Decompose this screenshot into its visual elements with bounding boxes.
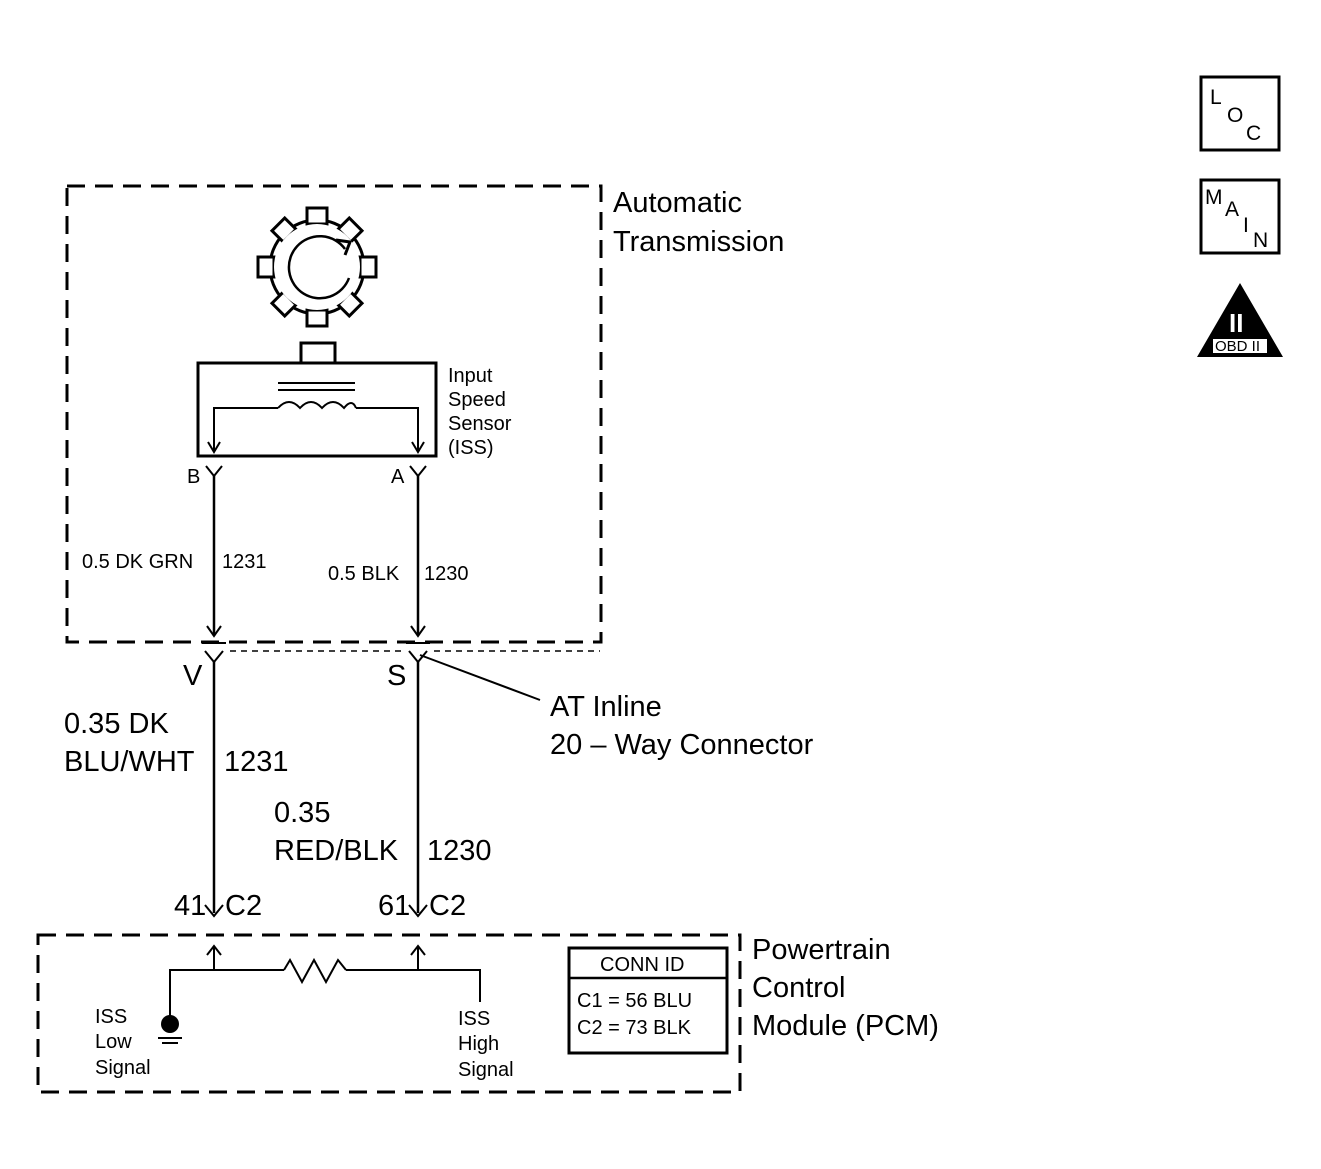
inline-pin-s: S	[387, 660, 406, 692]
obd-ii-icon[interactable]: II OBD II	[1197, 283, 1283, 357]
pcm-pin-41-conn: C2	[225, 890, 262, 922]
reluctor-wheel-icon	[256, 206, 378, 328]
resistor-icon	[283, 957, 347, 985]
pcm-label-2: Control	[752, 972, 846, 1004]
svg-text:A: A	[1225, 198, 1239, 221]
sensor-pin-a: A	[391, 466, 405, 488]
wire-1230-lower-label-1: 0.35	[274, 797, 330, 829]
inline-pin-v: V	[183, 660, 203, 692]
svg-text:II: II	[1229, 308, 1243, 338]
iss-high-label-1: ISS	[458, 1008, 490, 1030]
wire-1230-lower-label-2: RED/BLK	[274, 835, 399, 867]
sensor-label-1: Input	[448, 365, 493, 387]
pin-b-connector-icon	[205, 465, 223, 478]
loc-icon[interactable]: L O C	[1199, 75, 1281, 152]
pcm-pin-41: 41	[174, 890, 206, 922]
pcm-pin-61: 61	[378, 890, 410, 922]
svg-text:I: I	[1243, 214, 1249, 237]
wire-1230-lower-circuit: 1230	[427, 835, 492, 867]
sensor-label-2: Speed	[448, 389, 506, 411]
pcm-pin-41-icon	[204, 904, 224, 918]
svg-text:C: C	[1246, 122, 1261, 145]
conn-id-table	[567, 946, 729, 1055]
wire-1231-lower-label-2: BLU/WHT	[64, 746, 195, 778]
pcm-internal-circuit	[158, 944, 481, 1044]
input-speed-sensor	[196, 341, 438, 458]
inline-connector-label-1: AT Inline	[550, 691, 662, 723]
pcm-boundary	[36, 933, 742, 1094]
svg-text:O: O	[1227, 104, 1243, 127]
sensor-label-4: (ISS)	[448, 437, 494, 459]
iss-low-label-1: ISS	[95, 1006, 127, 1028]
conn-id-title: CONN ID	[600, 954, 684, 976]
pcm-pin-61-icon	[408, 904, 428, 918]
conn-id-c1: C1 = 56 BLU	[577, 990, 692, 1012]
iss-high-label-2: High	[458, 1033, 499, 1055]
iss-high-label-3: Signal	[458, 1059, 514, 1081]
wire-1231-upper-label: 0.5 DK GRN	[82, 551, 193, 573]
wire-1230-upper-label: 0.5 BLK	[328, 563, 400, 585]
svg-text:M: M	[1205, 186, 1223, 209]
conn-id-c2: C2 = 73 BLK	[577, 1017, 692, 1039]
transmission-label-2: Transmission	[613, 226, 784, 258]
ground-icon	[161, 1015, 179, 1033]
main-icon[interactable]: M A I N	[1199, 178, 1281, 255]
transmission-boundary	[65, 184, 603, 644]
wire-1231-upper-circuit: 1231	[222, 551, 267, 573]
svg-text:L: L	[1210, 86, 1222, 109]
wire-1231-lower-label-1: 0.35 DK	[64, 708, 169, 740]
svg-text:N: N	[1253, 229, 1268, 252]
wire-1231-lower-circuit: 1231	[224, 746, 289, 778]
pcm-label-3: Module (PCM)	[752, 1010, 939, 1042]
sensor-pin-b: B	[187, 466, 200, 488]
iss-low-label-2: Low	[95, 1031, 132, 1053]
pcm-label-1: Powertrain	[752, 934, 891, 966]
transmission-label-1: Automatic	[613, 187, 742, 219]
iss-low-label-3: Signal	[95, 1057, 151, 1079]
inline-connector-label-2: 20 – Way Connector	[550, 729, 814, 761]
pcm-pin-61-conn: C2	[429, 890, 466, 922]
pin-a-connector-icon	[409, 465, 427, 478]
connector-leader-line	[419, 654, 541, 701]
sensor-label-3: Sensor	[448, 413, 512, 435]
svg-text:OBD II: OBD II	[1215, 338, 1260, 355]
wire-1230-upper-circuit: 1230	[424, 563, 469, 585]
